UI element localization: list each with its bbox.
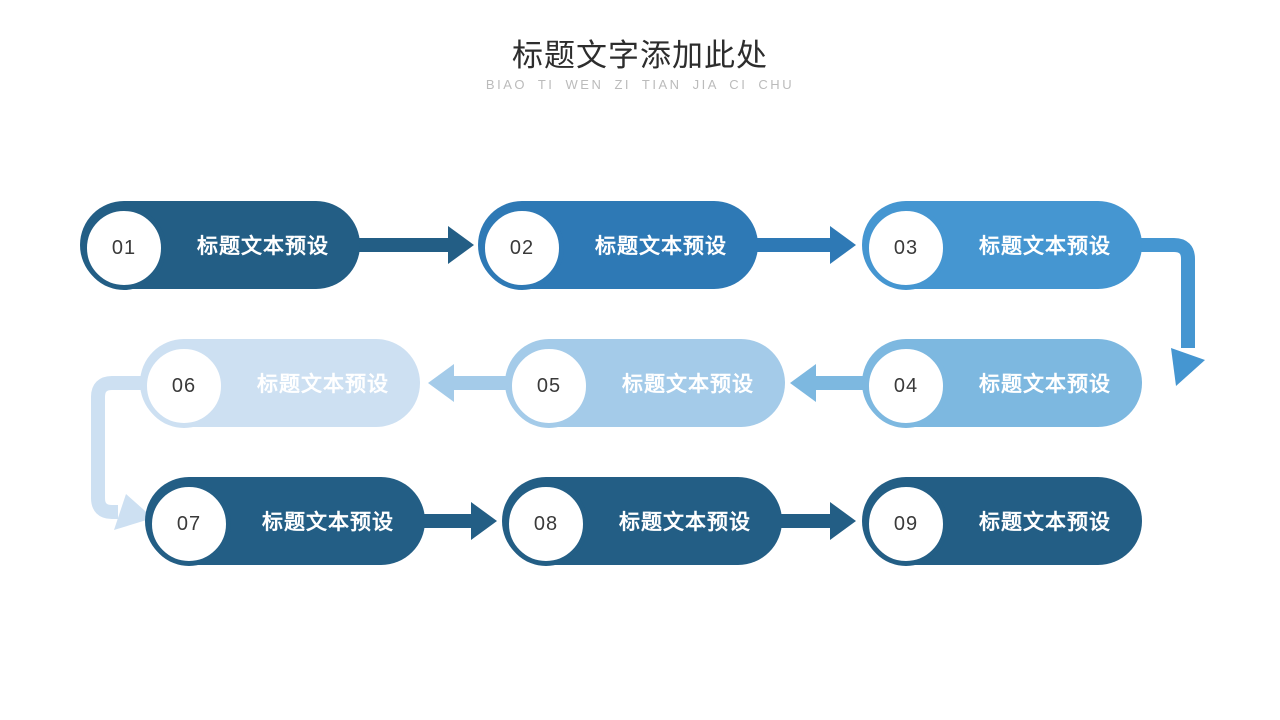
step-label: 标题文本预设	[622, 373, 754, 396]
step-number-circle: 06	[142, 344, 226, 428]
step-pill-04: 04 标题文本预设	[862, 339, 1142, 428]
step-number-circle: 08	[504, 482, 588, 566]
connector-08-09	[775, 502, 856, 540]
step-number: 04	[893, 374, 919, 397]
page-subtitle: BIAO TI WEN ZI TIAN JIA CI CHU	[485, 77, 795, 92]
connector-02-03	[750, 226, 856, 264]
step-number-circle: 03	[864, 206, 948, 290]
connector-01-02	[350, 226, 474, 264]
step-pill-06: 06 标题文本预设	[140, 339, 420, 428]
step-label: 标题文本预设	[197, 235, 329, 258]
step-number: 06	[171, 374, 197, 397]
connector-07-08	[418, 502, 497, 540]
step-number-circle: 05	[507, 344, 591, 428]
step-label: 标题文本预设	[595, 235, 727, 258]
step-number: 05	[536, 374, 562, 397]
step-pill-02: 02 标题文本预设	[478, 201, 758, 290]
step-number: 03	[893, 236, 919, 259]
step-number-circle: 02	[480, 206, 564, 290]
step-label: 标题文本预设	[619, 511, 751, 534]
step-pill-07: 07 标题文本预设	[145, 477, 425, 566]
step-number-circle: 01	[82, 206, 166, 290]
step-number: 08	[533, 512, 559, 535]
slide-header: 标题文字添加此处 BIAO TI WEN ZI TIAN JIA CI CHU	[0, 38, 1280, 93]
step-pill-05: 05 标题文本预设	[505, 339, 785, 428]
step-label: 标题文本预设	[979, 373, 1111, 396]
step-pill-03: 03 标题文本预设	[862, 201, 1142, 290]
page-title: 标题文字添加此处	[512, 38, 768, 73]
step-pill-08: 08 标题文本预设	[502, 477, 782, 566]
step-number: 01	[111, 236, 137, 259]
step-label: 标题文本预设	[979, 235, 1111, 258]
step-label: 标题文本预设	[262, 511, 394, 534]
step-label: 标题文本预设	[979, 511, 1111, 534]
step-pill-09: 09 标题文本预设	[862, 477, 1142, 566]
step-number-circle: 09	[864, 482, 948, 566]
step-number-circle: 04	[864, 344, 948, 428]
step-label: 标题文本预设	[257, 373, 389, 396]
step-number: 02	[509, 236, 535, 259]
step-pill-01: 01 标题文本预设	[80, 201, 360, 290]
step-number: 07	[176, 512, 202, 535]
step-number-circle: 07	[147, 482, 231, 566]
step-number: 09	[893, 512, 919, 535]
